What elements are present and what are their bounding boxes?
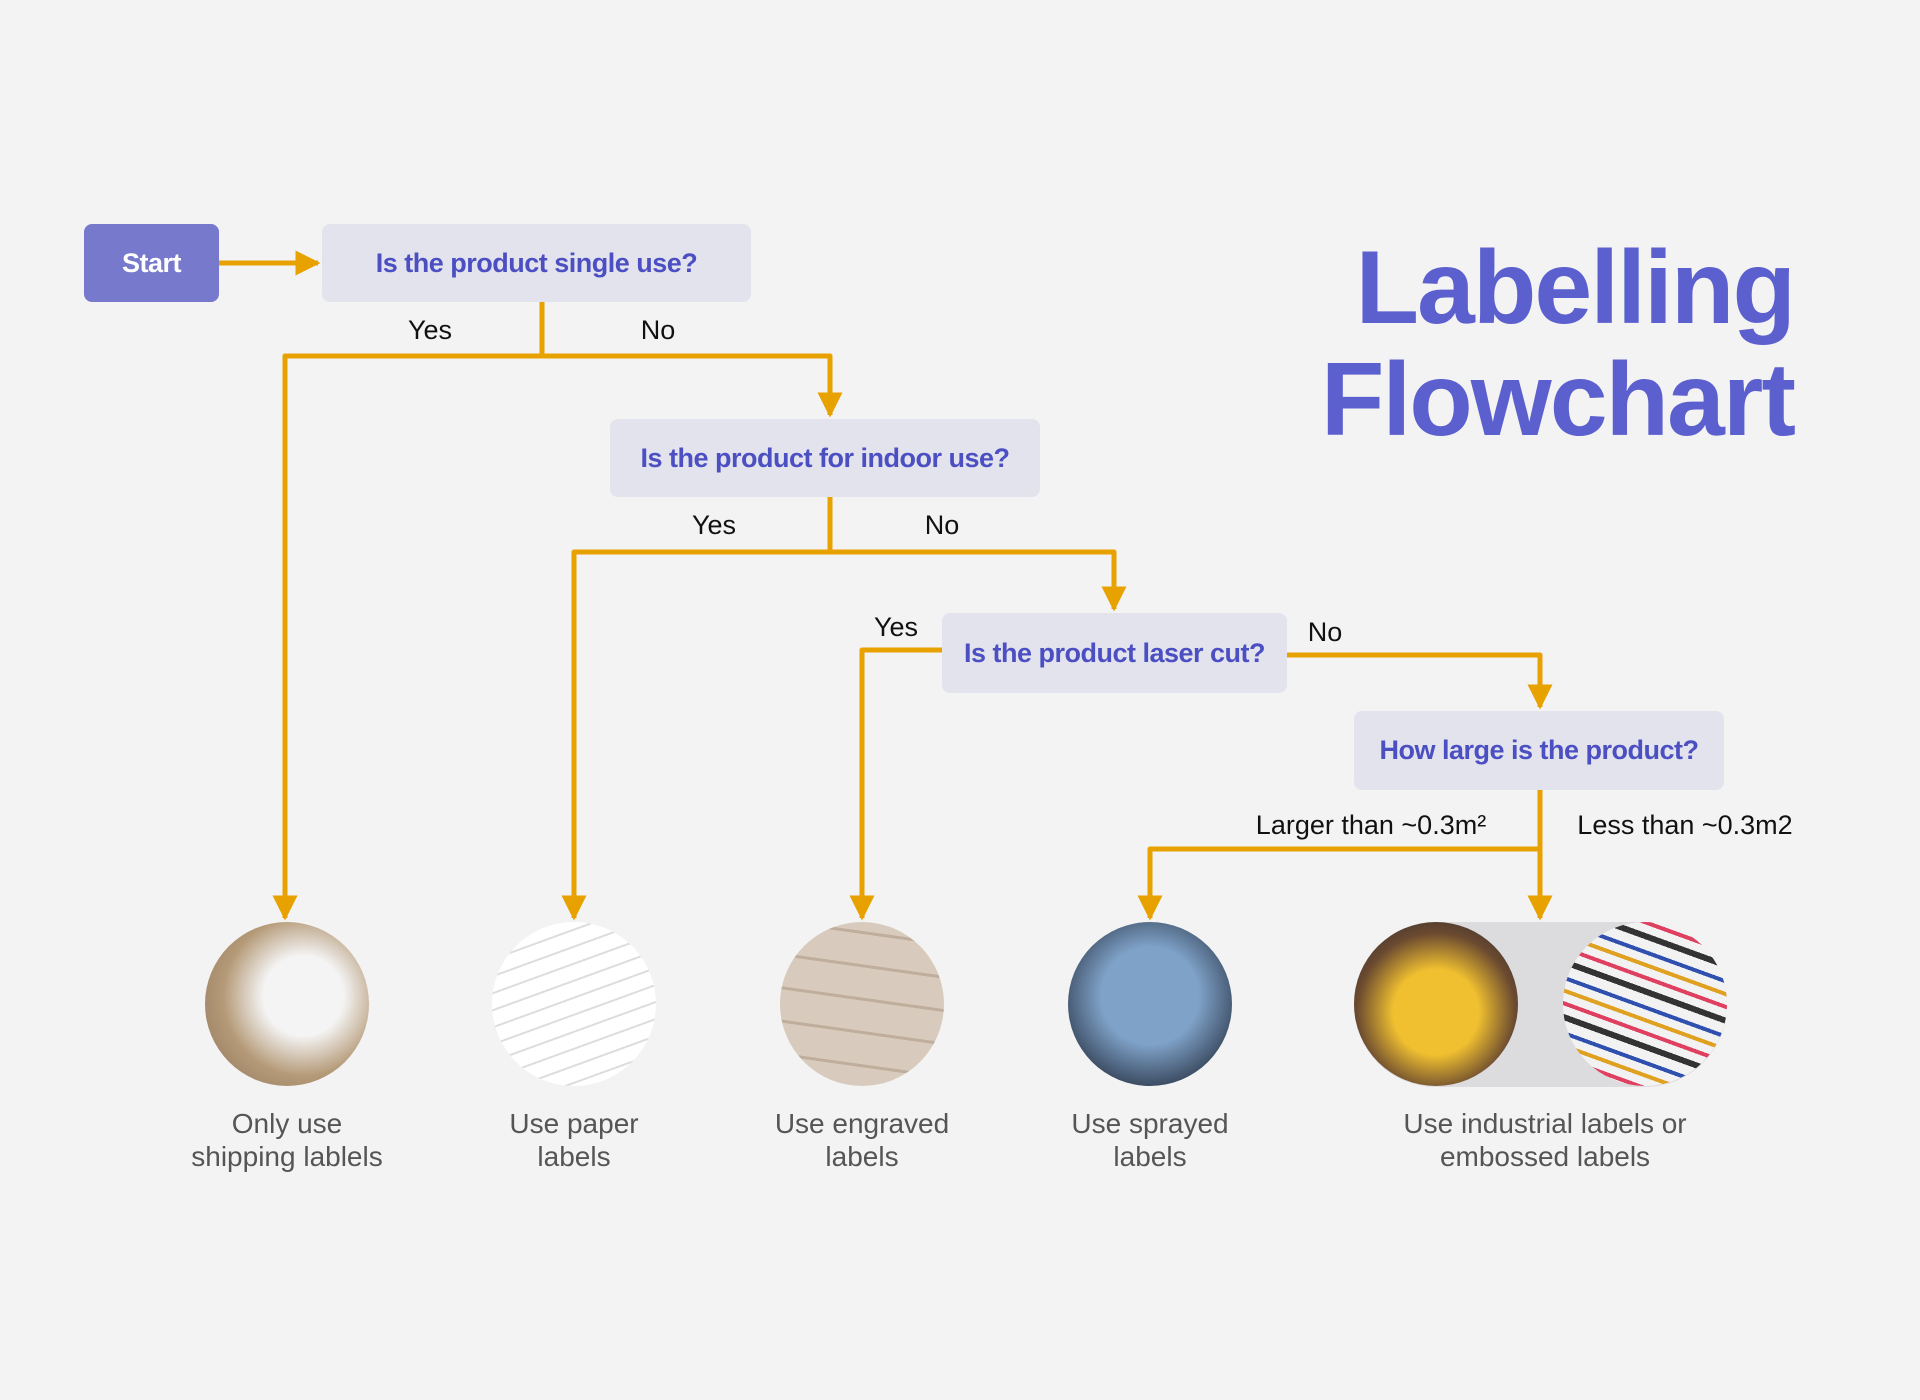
- branch-label-q2-yes: Yes: [691, 510, 737, 540]
- arrow-q3-yes: [849, 647, 942, 921]
- embossed-label-photo: [1563, 922, 1727, 1086]
- engraved-label-photo: [780, 922, 944, 1086]
- label-printer-photo: [1354, 922, 1518, 1086]
- question-size: How large is the product?: [1354, 711, 1724, 790]
- branch-label-q3-yes: Yes: [873, 612, 919, 642]
- arrow-q3-no: [1287, 652, 1553, 710]
- start-node: Start: [84, 224, 219, 302]
- shipping-label-photo: [205, 922, 369, 1086]
- branch-label-q4-small: Less than ~0.3m2: [1577, 810, 1793, 840]
- branch-label-q1-no: No: [640, 315, 676, 345]
- industrial-label-photos: [1354, 922, 1727, 1087]
- arrow-q2-no: [830, 549, 1127, 612]
- question-indoor-use: Is the product for indoor use?: [610, 419, 1040, 497]
- arrow-q4-large: [1137, 846, 1540, 921]
- branch-label-q2-no: No: [924, 510, 960, 540]
- title-line-1: Labelling: [1355, 230, 1796, 346]
- branch-label-q1-yes: Yes: [407, 315, 453, 345]
- branch-label-q3-no: No: [1307, 617, 1343, 647]
- branch-label-q4-large: Larger than ~0.3m²: [1255, 810, 1487, 840]
- arrow-q1-no: [542, 353, 843, 418]
- arrow-q2-yes: [561, 497, 833, 921]
- title-line-2: Flowchart: [1320, 342, 1796, 458]
- sprayed-label-photo: [1068, 922, 1232, 1086]
- paper-label-photo: [492, 922, 656, 1086]
- page-title: Labelling Flowchart: [1320, 230, 1796, 458]
- question-single-use: Is the product single use?: [322, 224, 751, 302]
- question-laser-cut: Is the product laser cut?: [942, 613, 1287, 693]
- arrow-q1-yes: [272, 302, 545, 921]
